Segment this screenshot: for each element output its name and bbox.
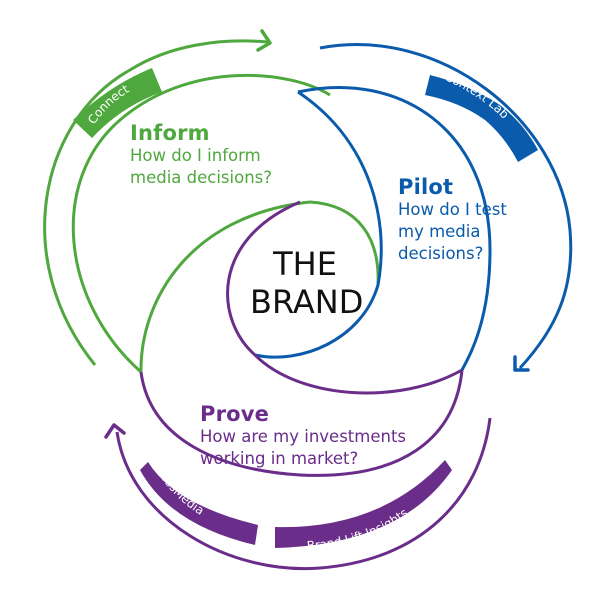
- brand-line1: THE: [273, 245, 337, 283]
- inform-boundary: [71, 73, 331, 374]
- pilot-question-line2: my media: [398, 222, 481, 241]
- pilot-title: Pilot: [398, 175, 454, 199]
- pilot-section: Pilot How do I test my media decisions?: [398, 175, 507, 265]
- pilot-question-line1: How do I test: [398, 200, 507, 219]
- inform-section: Inform How do I inform media decisions?: [130, 121, 272, 189]
- pilot-boundary: [297, 86, 492, 371]
- brand-center: THE BRAND: [250, 245, 364, 321]
- brand-line2: BRAND: [250, 283, 364, 321]
- tag-crossmedia[interactable]: CrossMedia: [140, 460, 258, 545]
- outer-arrow-purple: [115, 417, 492, 571]
- outer-arrow-blue: [319, 43, 573, 370]
- prove-section: Prove How are my investments working in …: [200, 402, 406, 470]
- inform-inner-curve: [139, 200, 380, 373]
- arrow-up-icon: [104, 423, 126, 439]
- arrow-right-icon: [256, 29, 272, 52]
- pilot-inner-curve: [254, 90, 383, 359]
- prove-title: Prove: [200, 402, 270, 426]
- outer-arrow-green: [43, 39, 269, 366]
- prove-question-line2: working in market?: [200, 449, 359, 468]
- prove-boundary: [139, 369, 464, 477]
- inform-title: Inform: [130, 121, 210, 145]
- pilot-question-line3: decisions?: [398, 244, 484, 263]
- prove-question-line1: How are my investments: [200, 427, 407, 446]
- prove-inner-curve: [226, 200, 463, 395]
- inform-question-line2: media decisions?: [130, 168, 273, 187]
- arrow-down-left-icon: [513, 355, 530, 372]
- tag-context-lab[interactable]: Context Lab: [425, 69, 538, 162]
- inform-question-line1: How do I inform: [130, 146, 261, 165]
